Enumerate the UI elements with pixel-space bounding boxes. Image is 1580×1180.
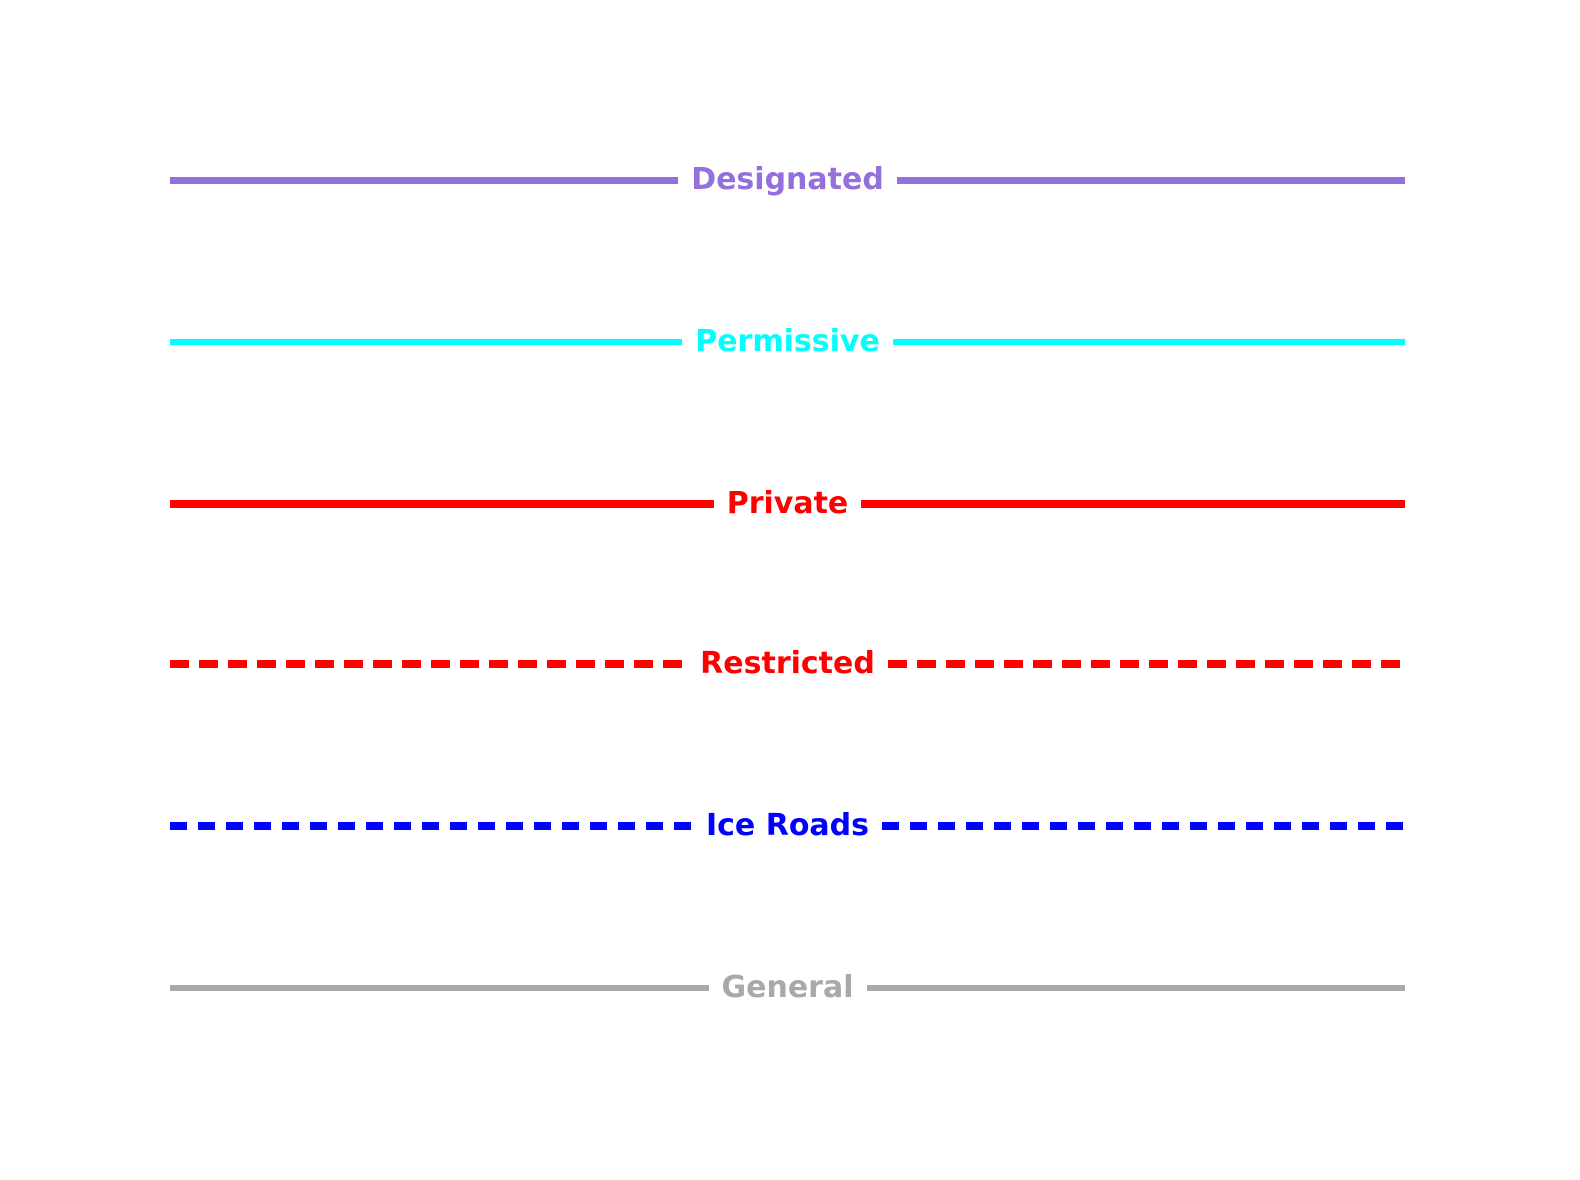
restricted-line-left (170, 660, 688, 668)
private-line-left (170, 500, 714, 508)
ice-roads-line-right (882, 822, 1405, 830)
restricted-label: Restricted (700, 646, 875, 681)
permissive-label: Permissive (695, 324, 880, 359)
legend-row-ice-roads: Ice Roads (170, 811, 1405, 841)
legend-row-permissive: Permissive (170, 324, 1406, 359)
general-line-left (170, 985, 709, 991)
restricted-line-right (887, 660, 1406, 668)
designated-line-right (896, 176, 1406, 184)
legend-row-restricted: Restricted (170, 646, 1406, 681)
general-line-right (866, 985, 1405, 991)
legend-row-designated: Designated (170, 162, 1406, 197)
ice-roads-label: Ice Roads (705, 808, 870, 843)
legend-row-general: General (170, 973, 1405, 1003)
private-label: Private (726, 486, 849, 521)
general-label: General (721, 970, 854, 1005)
private-line-right (861, 500, 1405, 508)
legend-row-private: Private (170, 489, 1405, 519)
designated-line-left (170, 176, 679, 184)
ice-roads-line-left (170, 822, 693, 830)
permissive-line-right (892, 339, 1406, 345)
permissive-line-left (170, 339, 683, 345)
designated-label: Designated (691, 162, 884, 197)
